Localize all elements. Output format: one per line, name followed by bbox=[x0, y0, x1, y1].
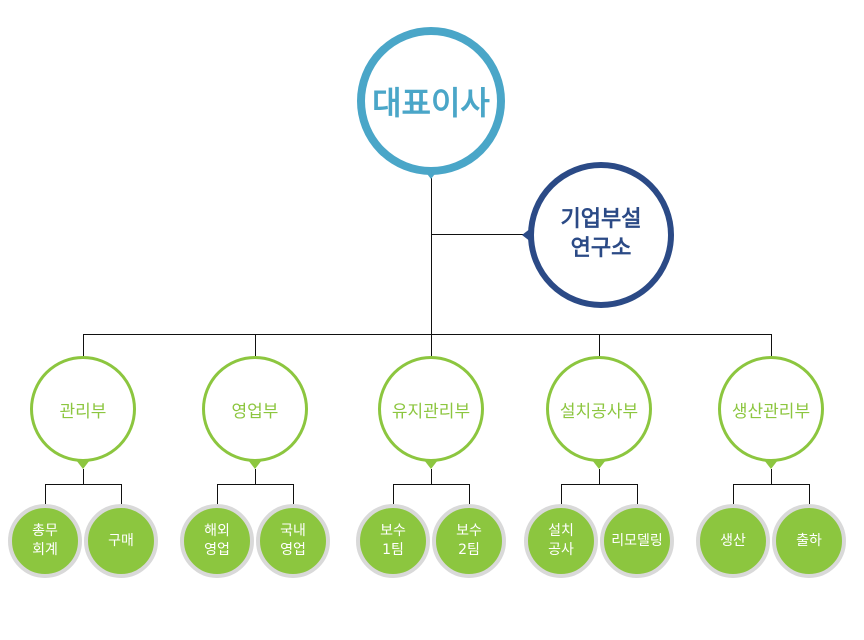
team-node-label: 국내 영업 bbox=[280, 523, 306, 558]
team-node-label: 총무 회계 bbox=[32, 523, 58, 558]
team-bus-line bbox=[733, 484, 810, 485]
team-stem-line bbox=[771, 469, 772, 484]
team-node: 출하 bbox=[772, 504, 846, 578]
team-drop-line bbox=[809, 484, 810, 504]
department-pointer bbox=[424, 460, 438, 469]
ceo-node-label: 대표이사 bbox=[372, 84, 490, 122]
trunk-line bbox=[431, 178, 432, 354]
team-node: 국내 영업 bbox=[256, 504, 330, 578]
team-node-label: 리모델링 bbox=[611, 532, 663, 549]
team-node: 해외 영업 bbox=[180, 504, 254, 578]
department-node-label: 관리부 bbox=[59, 401, 107, 422]
team-stem-line bbox=[599, 469, 600, 484]
team-stem-line bbox=[431, 469, 432, 484]
department-drop-line bbox=[83, 334, 84, 356]
department-drop-line bbox=[771, 334, 772, 356]
lab-branch-line bbox=[431, 234, 529, 235]
team-node: 리모델링 bbox=[600, 504, 674, 578]
team-bus-line bbox=[561, 484, 638, 485]
team-node-label: 구매 bbox=[108, 532, 134, 549]
team-bus-line bbox=[393, 484, 470, 485]
team-node-label: 설치 공사 bbox=[548, 523, 574, 558]
team-node-label: 해외 영업 bbox=[204, 523, 230, 558]
ceo-node: 대표이사 bbox=[357, 27, 505, 175]
team-stem-line bbox=[255, 469, 256, 484]
department-drop-line bbox=[255, 334, 256, 356]
department-drop-line bbox=[599, 334, 600, 356]
department-node-label: 생산관리부 bbox=[731, 401, 811, 422]
rnd-lab-node-label: 기업부설 연구소 bbox=[560, 207, 642, 261]
team-node-label: 보수 1팀 bbox=[380, 523, 406, 558]
team-drop-line bbox=[293, 484, 294, 504]
team-bus-line bbox=[217, 484, 294, 485]
department-node: 영업부 bbox=[202, 356, 308, 462]
department-pointer bbox=[592, 460, 606, 469]
department-pointer bbox=[764, 460, 778, 469]
team-drop-line bbox=[393, 484, 394, 504]
department-node: 관리부 bbox=[30, 356, 136, 462]
team-node: 보수 1팀 bbox=[356, 504, 430, 578]
team-drop-line bbox=[733, 484, 734, 504]
department-node-label: 유지관리부 bbox=[391, 401, 471, 422]
department-drop-line bbox=[431, 334, 432, 356]
team-bus-line bbox=[45, 484, 122, 485]
rnd-lab-node: 기업부설 연구소 bbox=[528, 162, 674, 308]
department-node: 유지관리부 bbox=[378, 356, 484, 462]
department-pointer bbox=[76, 460, 90, 469]
ceo-pointer bbox=[424, 170, 438, 179]
team-drop-line bbox=[217, 484, 218, 504]
department-bus-line bbox=[83, 334, 772, 335]
team-node: 총무 회계 bbox=[8, 504, 82, 578]
team-node: 구매 bbox=[84, 504, 158, 578]
team-node-label: 생산 bbox=[720, 532, 746, 549]
team-node: 보수 2팀 bbox=[432, 504, 506, 578]
team-drop-line bbox=[121, 484, 122, 504]
team-drop-line bbox=[637, 484, 638, 504]
team-node-label: 보수 2팀 bbox=[456, 523, 482, 558]
team-node: 생산 bbox=[696, 504, 770, 578]
team-node: 설치 공사 bbox=[524, 504, 598, 578]
team-drop-line bbox=[561, 484, 562, 504]
team-drop-line bbox=[469, 484, 470, 504]
team-stem-line bbox=[83, 469, 84, 484]
department-node: 생산관리부 bbox=[718, 356, 824, 462]
department-node-label: 영업부 bbox=[231, 401, 279, 422]
lab-pointer bbox=[522, 228, 531, 242]
department-node: 설치공사부 bbox=[546, 356, 652, 462]
department-node-label: 설치공사부 bbox=[559, 401, 639, 422]
department-pointer bbox=[248, 460, 262, 469]
team-node-label: 출하 bbox=[796, 532, 822, 549]
team-drop-line bbox=[45, 484, 46, 504]
